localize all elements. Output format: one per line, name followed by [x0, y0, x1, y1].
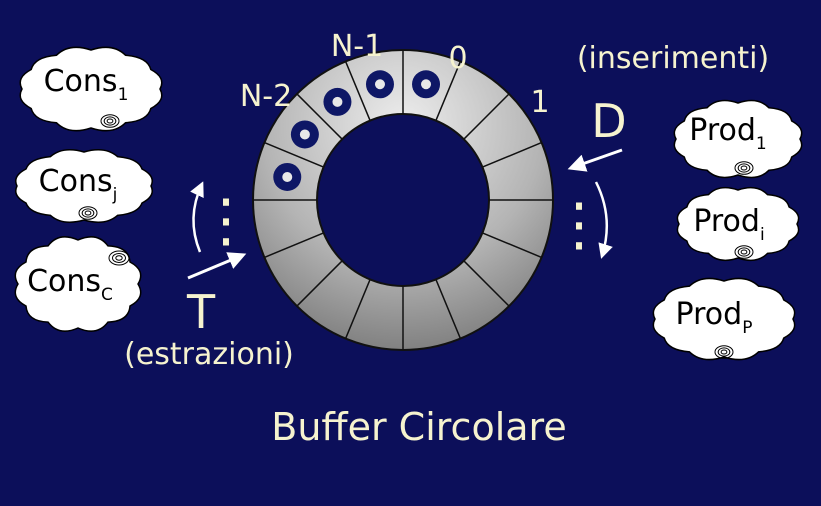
consumer-cloud-c: ConsC: [14, 236, 142, 332]
tail-caption: (estrazioni): [124, 337, 294, 372]
consumer-name: Cons: [44, 64, 118, 99]
consumer-list: Cons1 Consj ConsC: [14, 46, 163, 332]
producer-ellipsis: ⋮: [550, 190, 608, 258]
consumer-ellipsis: ⋮: [197, 186, 255, 254]
coil-icon: [714, 345, 734, 359]
coil-icon: [100, 114, 120, 128]
coil-icon: [737, 247, 751, 257]
coil-icon: [78, 206, 98, 220]
coil-icon: [103, 116, 117, 126]
buffer-item-core: [299, 129, 310, 140]
cloud-shape: [14, 149, 154, 223]
producer-rotation-arrow: [594, 181, 613, 259]
svg-text:ConsC: ConsC: [27, 264, 113, 305]
coil-icon: [720, 349, 728, 355]
tail-pointer-label: T: [186, 285, 216, 339]
buffer-item-core: [332, 96, 343, 107]
cloud-shape: [673, 99, 803, 179]
tail-pointer-arrow: [187, 252, 247, 280]
consumer-rotation-arrow: [190, 181, 204, 253]
ring-hole: [316, 113, 490, 287]
ring-slot-divider: [482, 232, 542, 259]
buffer-item-core: [282, 171, 293, 182]
ring-segments: [253, 50, 553, 350]
ring-slot-divider: [344, 61, 371, 121]
coil-icon: [717, 347, 731, 357]
head-pointer-label: D: [591, 94, 626, 148]
producer-cloud-p: ProdP: [652, 277, 796, 361]
producer-name: Prod: [676, 297, 743, 332]
ring-slot-divider: [296, 260, 343, 307]
ring-slot-divider: [482, 141, 542, 168]
ring-slot-divider: [463, 93, 510, 140]
slot-label-one: 1: [530, 85, 549, 120]
coil-icon: [740, 249, 748, 255]
producer-name: Prod: [693, 204, 760, 239]
slot-label-zero: 0: [448, 41, 467, 76]
consumer-name: Cons: [39, 164, 113, 199]
ring-slot-divider: [264, 232, 324, 259]
ring-slot-divider: [463, 260, 510, 307]
head-pointer-arrow: [567, 148, 623, 172]
svg-text:Prodi: Prodi: [693, 204, 764, 245]
ring-items: [273, 70, 441, 191]
consumer-cloud-j: Consj: [14, 149, 154, 223]
consumer-cloud-1: Cons1: [19, 46, 163, 132]
svg-text:ProdP: ProdP: [676, 297, 753, 338]
coil-icon: [740, 165, 748, 171]
coil-icon: [84, 210, 92, 216]
consumer-index: j: [112, 185, 118, 205]
svg-text:Prod1: Prod1: [689, 113, 766, 154]
ring-slot-divider: [435, 61, 462, 121]
cloud-shape: [676, 186, 800, 262]
producer-index: 1: [756, 134, 767, 154]
svg-text:Consj: Consj: [39, 164, 118, 205]
consumer-index: 1: [118, 85, 129, 105]
producer-cloud-i: Prodi: [676, 186, 800, 262]
consumer-name: Cons: [27, 264, 101, 299]
coil-icon: [112, 252, 126, 264]
coil-icon: [737, 163, 751, 173]
coil-icon: [734, 245, 754, 259]
producer-cloud-1: Prod1: [673, 99, 803, 179]
head-caption: (inserimenti): [577, 41, 769, 76]
coil-icon: [115, 255, 123, 261]
ring-slot-divider: [435, 279, 462, 339]
producer-name: Prod: [689, 113, 756, 148]
diagram-title: Buffer Circolare: [271, 405, 566, 449]
buffer-item-core: [421, 79, 432, 90]
coil-icon: [734, 161, 754, 175]
cloud-shape: [652, 277, 796, 361]
coil-icon: [81, 208, 95, 218]
producer-index: P: [742, 318, 752, 338]
producer-list: Prod1 Prodi ProdP: [652, 99, 803, 361]
svg-text:Cons1: Cons1: [44, 64, 129, 105]
ring-buffer: [252, 49, 554, 351]
producer-index: i: [760, 225, 765, 245]
slot-label-n-minus-2: N-2: [240, 79, 292, 114]
consumer-index: C: [101, 285, 113, 305]
ring-slot-divider: [264, 141, 324, 168]
coil-icon: [108, 250, 130, 266]
ring-slot-divider: [344, 279, 371, 339]
slot-label-n-minus-1: N-1: [331, 29, 383, 64]
ring-slot-divider: [296, 93, 343, 140]
buffer-item-core: [374, 79, 385, 90]
cloud-shape: [19, 46, 163, 132]
coil-icon: [106, 118, 114, 124]
